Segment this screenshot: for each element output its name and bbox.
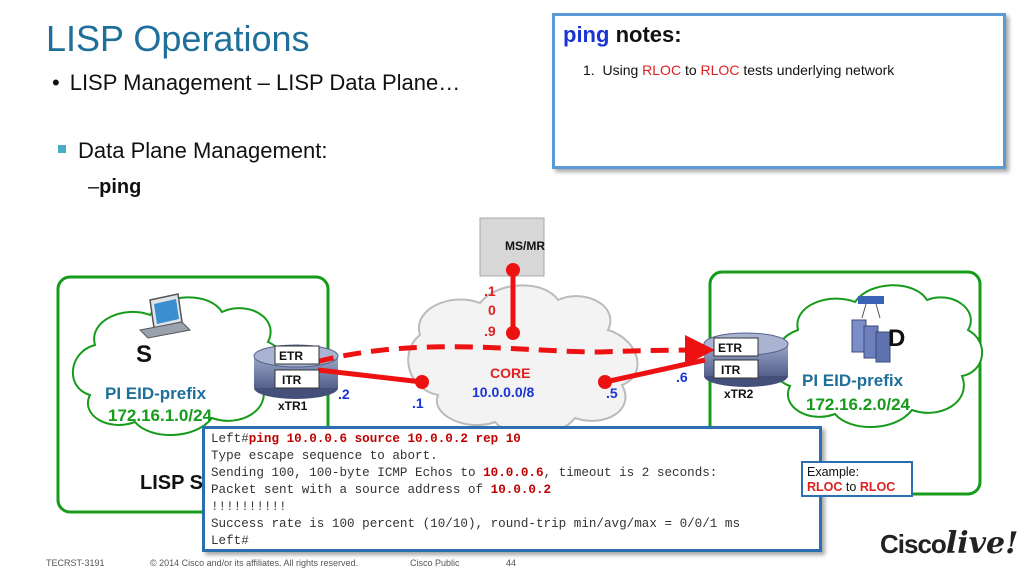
ping-notes-box: ping notes: 1. Using RLOC to RLOC tests … xyxy=(552,13,1006,169)
core-label: CORE xyxy=(490,365,530,381)
notes-item-rloc-dest: RLOC xyxy=(700,62,740,78)
bullet-ping: –ping xyxy=(88,176,141,199)
bullet-data-plane-text: Data Plane Management: xyxy=(78,138,328,163)
cli-line-source: Packet sent with a source address of 10.… xyxy=(211,482,813,499)
square-bullet-icon xyxy=(58,145,66,154)
xtr1-itr-label: ITR xyxy=(282,373,302,387)
cli-sending-ip: 10.0.0.6 xyxy=(483,466,544,480)
example-rloc-dest: RLOC xyxy=(859,480,896,494)
xtr1-itr-box xyxy=(274,369,320,389)
xtr1-etr-label: ETR xyxy=(279,349,303,363)
laptop-icon xyxy=(138,293,192,339)
msmr-octet-1: .1 xyxy=(484,283,496,299)
page-title: LISP Operations xyxy=(46,18,310,59)
example-label: Example: xyxy=(807,465,860,479)
ping-path-arrow xyxy=(315,335,715,366)
cli-output-box: Left#ping 10.0.0.6 source 10.0.0.2 rep 1… xyxy=(202,426,822,552)
example-text: RLOC to RLOC xyxy=(807,480,907,495)
notes-item-number: 1. xyxy=(583,62,595,78)
footer-classification: Cisco Public xyxy=(410,558,460,568)
msmr-octet-2: 0 xyxy=(488,302,496,318)
footer-session: TECRST-3191 xyxy=(46,558,105,568)
msmr-octet-3: .9 xyxy=(484,323,496,339)
footer-copyright: © 2014 Cisco and/or its affiliates. All … xyxy=(150,558,359,568)
xtr2-name: xTR2 xyxy=(724,387,754,401)
xtr2-etr-label: ETR xyxy=(718,341,742,355)
core-right-dot xyxy=(598,375,612,389)
example-to: to xyxy=(845,480,857,494)
notes-heading-ping: ping xyxy=(563,22,610,47)
bullet-lisp-management-text: LISP Management – LISP Data Plane… xyxy=(69,70,461,95)
cli-sending-timeout: , timeout is 2 seconds: xyxy=(543,466,718,480)
left-site-title: LISP S xyxy=(140,472,203,494)
core-right-interface-label: .5 xyxy=(606,385,618,401)
core-left-dot xyxy=(415,375,429,389)
right-site-letter: D xyxy=(888,325,905,352)
notes-heading: ping notes: xyxy=(563,22,682,48)
left-eid-prefix: 172.16.1.0/24 xyxy=(108,406,213,425)
logo-word: Cisco xyxy=(880,529,947,559)
cli-prompt: Left# xyxy=(211,432,249,446)
notes-item-rest: tests underlying network xyxy=(743,62,895,78)
right-eid-label: PI EID-prefix xyxy=(802,371,904,390)
xtr2-interface-label: .6 xyxy=(676,369,688,385)
bullet-lisp-management: • LISP Management – LISP Data Plane… xyxy=(52,70,460,96)
footer: TECRST-3191 © 2014 Cisco and/or its affi… xyxy=(0,556,1024,572)
example-rloc-source: RLOC xyxy=(807,480,843,494)
cli-line-sending: Sending 100, 100-byte ICMP Echos to 10.0… xyxy=(211,465,813,482)
msmr-interface-dot xyxy=(506,263,520,277)
notes-item-using: Using xyxy=(602,62,639,78)
cli-source-text: Packet sent with a source address of xyxy=(211,483,491,497)
servers-icon xyxy=(851,296,891,363)
cisco-live-logo: Ciscolive! xyxy=(880,526,1018,561)
logo-live: live! xyxy=(945,526,1019,561)
bullet-data-plane-management: Data Plane Management: xyxy=(58,138,328,164)
xtr1-core-link xyxy=(317,367,423,385)
bullet-dot-icon: • xyxy=(52,70,60,95)
example-box: Example: RLOC to RLOC xyxy=(801,461,913,497)
xtr2-itr-label: ITR xyxy=(721,363,741,377)
left-site-letter: S xyxy=(136,341,152,368)
xtr1-interface-label: .2 xyxy=(338,386,350,402)
dash-prefix: – xyxy=(88,176,100,198)
xtr2-etr-box xyxy=(713,337,759,357)
right-eid-prefix: 172.16.2.0/24 xyxy=(806,395,911,414)
notes-item-1: 1. Using RLOC to RLOC tests underlying n… xyxy=(583,62,894,78)
notes-item-to: to xyxy=(684,62,697,78)
cli-sending-text: Sending 100, 100-byte ICMP Echos to xyxy=(211,466,484,480)
cli-command: ping 10.0.0.6 source 10.0.0.2 rep 10 xyxy=(248,432,521,446)
bullet-ping-text: ping xyxy=(99,176,142,198)
core-cloud xyxy=(407,284,639,436)
cli-line-prompt: Left# xyxy=(211,534,249,548)
xtr1-etr-box xyxy=(274,345,320,365)
left-eid-label: PI EID-prefix xyxy=(105,384,207,403)
cli-source-ip: 10.0.0.2 xyxy=(490,483,552,497)
footer-page-number: 44 xyxy=(506,558,517,568)
cli-line-success: Success rate is 100 percent (10/10), rou… xyxy=(211,517,741,531)
cli-line-escape: Type escape sequence to abort. xyxy=(211,449,438,463)
cli-command-line: Left#ping 10.0.0.6 source 10.0.0.2 rep 1… xyxy=(211,431,813,448)
notes-heading-notes: notes: xyxy=(615,22,682,47)
core-prefix: 10.0.0.0/8 xyxy=(472,384,534,400)
cli-line-results: !!!!!!!!!! xyxy=(211,500,287,514)
msmr-label: MS/MR xyxy=(505,239,545,253)
core-top-dot xyxy=(506,326,520,340)
notes-item-rloc-source: RLOC xyxy=(642,62,682,78)
xtr2-itr-box xyxy=(713,359,759,379)
xtr1-name: xTR1 xyxy=(278,399,308,413)
core-left-interface-label: .1 xyxy=(412,395,424,411)
